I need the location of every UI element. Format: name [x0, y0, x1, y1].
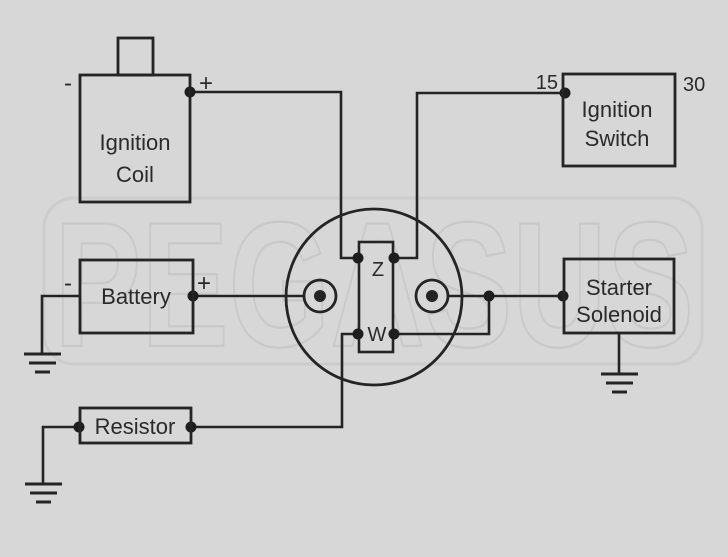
wire-terminal-w-to-solenoid-junction [393, 296, 491, 336]
ignition-coil-pos-label: + [199, 70, 213, 97]
ignition-switch-label-line2: Switch [585, 126, 650, 151]
ground-symbol-battery [24, 352, 61, 374]
ignition-coil-tower [116, 36, 155, 77]
ignition-coil-box [78, 73, 192, 204]
wire-terminal-w-to-resistor [191, 332, 359, 429]
ignition-coil: Ignition Coil - + [64, 36, 213, 204]
ignition-coil-label-line2: Coil [116, 162, 154, 187]
junction-dot-z-left [352, 252, 364, 264]
watermark-frame [42, 196, 704, 366]
terminal-w-label: W [368, 324, 387, 346]
ignition-switch-terminal-15-label: 15 [536, 72, 558, 94]
ground-symbol-resistor [25, 482, 62, 504]
ignition-switch-label-line1: Ignition [582, 97, 653, 122]
starter-solenoid-label-line2: Solenoid [576, 302, 662, 327]
starter-solenoid-box [562, 257, 676, 335]
master-switch-contact-block [357, 240, 395, 354]
battery-box [78, 258, 195, 335]
ignition-switch: Ignition Switch 15 30 [536, 72, 705, 168]
resistor-label: Resistor [95, 414, 176, 439]
master-switch: Z W [284, 207, 464, 387]
junction-dot-w-left [352, 328, 364, 340]
wire-resistor-to-ground [41, 425, 79, 484]
starter-solenoid: Starter Solenoid [562, 257, 676, 335]
junction-dot-z-right [388, 252, 400, 264]
master-switch-right-post [414, 278, 450, 314]
resistor-box [78, 406, 193, 445]
resistor: Resistor [78, 406, 193, 445]
battery-neg-label: - [64, 270, 72, 297]
wire-coil-to-terminal-z [190, 90, 359, 260]
battery-label: Battery [101, 284, 171, 309]
master-switch-right-post-dot [426, 290, 438, 302]
junction-dot-w-right [388, 328, 400, 340]
junction-dot-solenoid-wire [483, 290, 495, 302]
ground-symbol-solenoid [601, 372, 638, 394]
ignition-switch-box [561, 72, 677, 168]
battery-pos-label: + [197, 270, 211, 297]
wire-switch15-to-terminal-z [393, 91, 565, 260]
master-switch-body [284, 207, 464, 387]
starter-solenoid-label-line1: Starter [586, 275, 652, 300]
master-switch-left-post [302, 278, 338, 314]
master-switch-left-post-dot [314, 290, 326, 302]
ignition-coil-label-line1: Ignition [100, 130, 171, 155]
wire-battery-to-ground [40, 294, 80, 354]
terminal-z-label: Z [372, 259, 384, 281]
battery: Battery - + [64, 258, 211, 335]
ignition-switch-terminal-30-label: 30 [683, 74, 705, 96]
ignition-coil-neg-label: - [64, 70, 72, 97]
junction-dot-switch-15 [559, 87, 571, 99]
wires [40, 90, 621, 484]
